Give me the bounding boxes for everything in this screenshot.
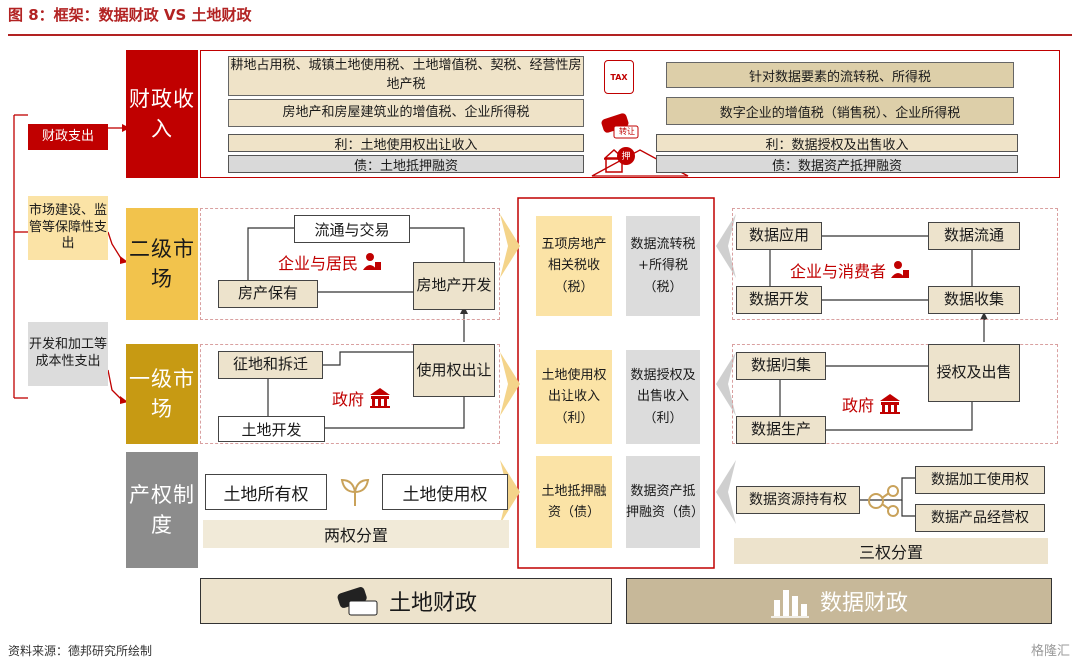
page-title: 图 8：框架：数据财政 VS 土地财政: [8, 6, 252, 24]
data-finance-label: 数据财政: [819, 591, 908, 616]
pledge-icon: 押: [602, 146, 636, 174]
transfer-icon: 转让: [600, 112, 640, 140]
data-circulation-node: 数据流通: [928, 222, 1020, 250]
land-finance-footer: 土地财政: [200, 578, 612, 624]
actor-government-data: 政府: [842, 392, 902, 416]
watermark: 格隆汇: [1030, 644, 1070, 659]
row-label-property-rights: 产权制度: [126, 452, 198, 568]
market-spending-label: 市场建设、监管等保障性支出: [28, 196, 108, 260]
actor-government-land-label: 政府: [332, 390, 365, 409]
row-label-secondary-market: 二级市场: [126, 208, 198, 320]
person-icon: [891, 261, 910, 278]
actor-enterprise-consumer-label: 企业与消费者: [790, 262, 887, 281]
data-tax-box-2: 数字企业的增值税（销售税）、企业所得税: [666, 97, 1014, 125]
dev-cost-label: 开发和加工等成本性支出: [28, 322, 108, 386]
sprout-icon: [336, 472, 374, 510]
data-gathering-node: 数据归集: [736, 352, 826, 380]
circulation-node: 流通与交易: [294, 215, 410, 243]
two-rights-separation-label: 两权分置: [203, 520, 509, 548]
data-tax-column: 数据流转税+所得税（税）: [626, 216, 700, 316]
transfer-icon: [337, 587, 378, 616]
data-production-node: 数据生产: [736, 416, 826, 444]
land-secondary-frame: [200, 208, 500, 320]
government-building-icon: [370, 388, 391, 408]
land-tax-column: 五项房地产相关税收（税）: [536, 216, 612, 316]
data-debt-bar: 债：数据资产抵押融资: [656, 155, 1018, 174]
row-label-primary-market: 一级市场: [126, 344, 198, 444]
network-icon: [866, 484, 902, 518]
person-icon: [363, 253, 382, 270]
data-primary-frame: [732, 344, 1058, 444]
land-primary-frame: [200, 344, 500, 444]
data-tax-box-1: 针对数据要素的流转税、所得税: [666, 62, 1014, 88]
land-tax-box-2: 房地产和房屋建筑业的增值税、企业所得税: [228, 99, 584, 127]
use-right-transfer-node: 使用权出让: [413, 344, 495, 397]
data-processing-right-node: 数据加工使用权: [915, 466, 1045, 494]
data-application-node: 数据应用: [736, 222, 822, 250]
land-debt-bar: 债：土地抵押融资: [228, 155, 584, 174]
authorize-and-sell-node: 授权及出售: [928, 344, 1020, 402]
actor-government-data-label: 政府: [842, 396, 875, 415]
land-finance-label: 土地财政: [388, 591, 477, 616]
expropriation-node: 征地和拆迁: [218, 351, 323, 379]
actor-enterprise-resident-label: 企业与居民: [278, 254, 359, 273]
fiscal-spending-label: 财政支出: [28, 124, 108, 150]
tax-icon: TAX: [604, 60, 634, 94]
title-rule: [8, 34, 1072, 36]
data-collection-node: 数据收集: [928, 286, 1020, 314]
land-development-node: 土地开发: [218, 416, 325, 442]
data-holding-right-node: 数据资源持有权: [736, 486, 860, 514]
bar-chart-icon: [770, 590, 809, 618]
data-operating-right-node: 数据产品经营权: [915, 504, 1045, 532]
revenue-frame: [200, 50, 1060, 178]
actor-government-land: 政府: [332, 386, 392, 410]
data-secondary-frame: [732, 208, 1058, 320]
data-development-node: 数据开发: [736, 286, 822, 314]
land-tax-box-1: 耕地占用税、城镇土地使用税、土地增值税、契税、经营性房地产税: [228, 56, 584, 96]
source-note: 资料来源：德邦研究所绘制: [8, 644, 153, 658]
tax-icon-text: TAX: [610, 72, 628, 82]
data-finance-footer: 数据财政: [626, 578, 1052, 624]
data-debt-column: 数据资产抵押融资（债）: [626, 456, 704, 548]
transfer-icon-text: 转让: [619, 127, 635, 136]
actor-enterprise-resident: 企业与居民: [278, 250, 382, 274]
land-profit-column: 土地使用权出让收入（利）: [536, 350, 612, 444]
row-label-revenue: 财政收入: [126, 50, 198, 178]
pledge-icon-text: 押: [621, 152, 631, 162]
actor-enterprise-consumer: 企业与消费者: [790, 258, 910, 282]
data-profit-bar: 利：数据授权及出售收入: [656, 134, 1018, 153]
holding-node: 房产保有: [218, 280, 318, 308]
government-building-icon: [880, 394, 901, 414]
three-rights-separation-label: 三权分置: [734, 538, 1048, 564]
data-profit-column: 数据授权及出售收入（利）: [626, 350, 700, 444]
land-profit-bar: 利：土地使用权出让收入: [228, 134, 584, 153]
land-debt-column: 土地抵押融资（债）: [536, 456, 612, 548]
land-ownership-node: 土地所有权: [205, 474, 327, 510]
development-node: 房地产开发: [413, 262, 495, 310]
land-use-right-node: 土地使用权: [382, 474, 508, 510]
